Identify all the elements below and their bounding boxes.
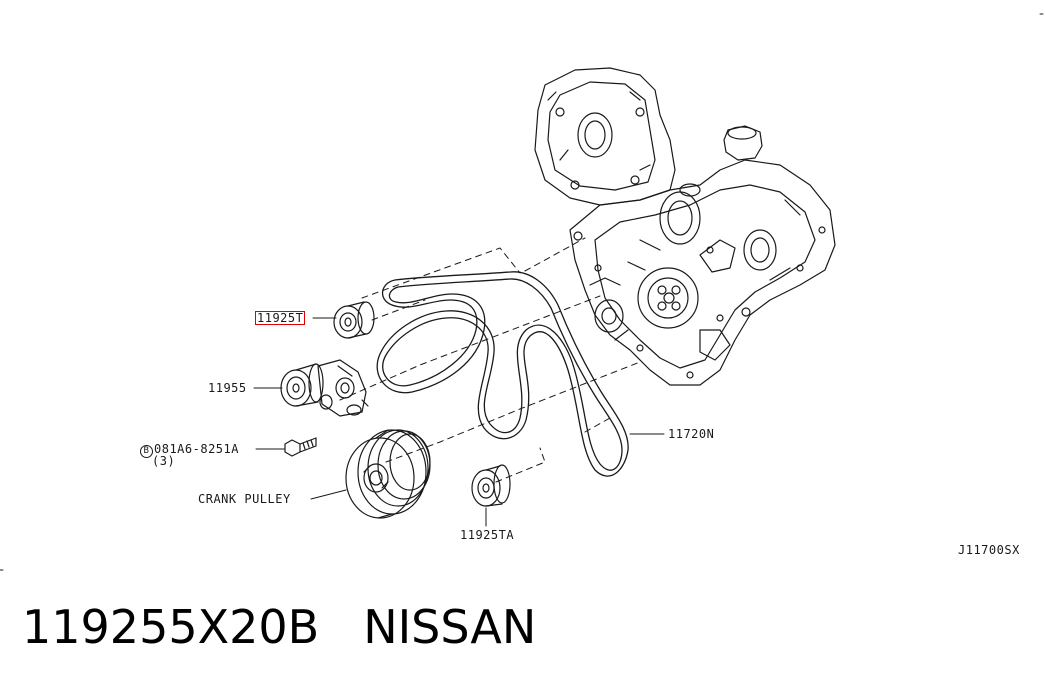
- part-label-11925t[interactable]: 11925T: [255, 311, 306, 325]
- brand-name: NISSAN: [363, 600, 537, 654]
- part-label-11925ta[interactable]: 11925TA: [460, 528, 515, 542]
- engine-block-illustration: [534, 67, 836, 386]
- part-label-11720n[interactable]: 11720N: [668, 427, 715, 441]
- crank-pulley: [345, 429, 431, 519]
- serpentine-belt: [376, 271, 629, 477]
- part-caption: 119255X20B NISSAN: [22, 600, 536, 654]
- dashed-guides: [339, 237, 641, 483]
- diagram-reference-code: J11700SX: [958, 543, 1020, 557]
- bolt-marker-icon: B: [140, 445, 153, 458]
- bolt-code-text: 081A6-8251A: [154, 442, 239, 456]
- bolt-quantity: (3): [152, 454, 176, 468]
- bolt-081a6: [284, 437, 317, 457]
- belt-tensioner-11955: [280, 359, 369, 417]
- part-number: 119255X20B: [22, 600, 320, 654]
- idler-pulley-11925t: [333, 301, 375, 339]
- part-label-crank-pulley[interactable]: CRANK PULLEY: [198, 492, 291, 506]
- belt-drive-diagram: [0, 13, 1044, 571]
- part-label-11955[interactable]: 11955: [208, 381, 247, 395]
- idler-pulley-11925ta: [471, 464, 511, 507]
- leader-lines: [253, 317, 665, 527]
